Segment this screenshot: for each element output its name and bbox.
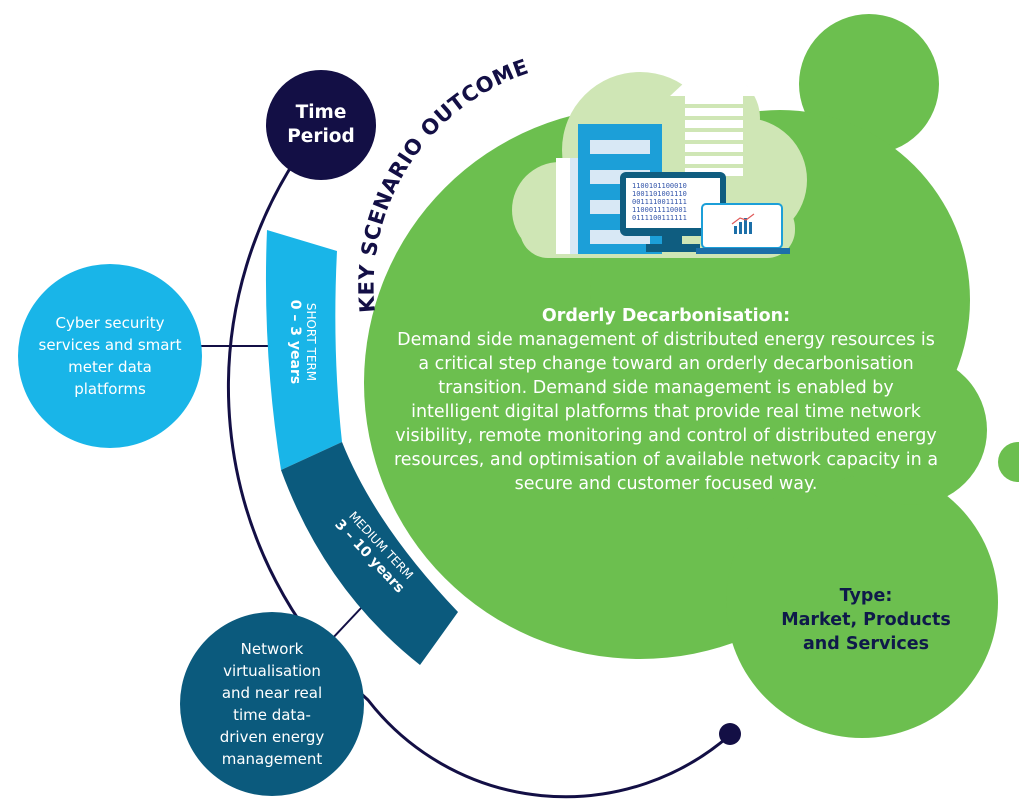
binary-line: 0111100111111 [632,214,687,222]
medium-term-outcome-text: Network virtualisation and near real tim… [219,640,325,768]
outcome-description: Orderly Decarbonisation: Demand side man… [392,304,940,496]
laptop-chart-icon [696,203,790,254]
bar-chart-icon [731,213,755,234]
medium-term-band [281,442,458,665]
type-label: Type: [839,586,893,606]
medium-term-connector [329,606,363,642]
outcome-heading: Orderly Decarbonisation: [541,306,791,326]
binary-line: 1001101001110 [632,190,687,198]
timeline-end-dot [719,723,741,745]
binary-text: 1100101100010100110100111000111100111111… [632,182,687,222]
time-period-line2: Period [287,126,355,147]
technology-illustration: 1100101100010100110100111000111100111111… [512,55,807,258]
time-period-badge: Time Period [266,70,376,180]
time-period-line1: Time [295,102,347,123]
short-term-outcome-text: Cyber security services and smart meter … [38,314,182,398]
binary-line: 0011110011111 [632,198,687,206]
short-term-band [265,230,342,470]
short-term-label: SHORT TERM [304,303,318,381]
short-term-outcome-bubble: Cyber security services and smart meter … [18,264,202,448]
short-term-label-group: SHORT TERM 0 – 3 years [287,300,318,384]
type-value: Market, Products and Services [781,610,951,654]
binary-line: 1100101100010 [632,182,687,190]
short-term-years: 0 – 3 years [287,300,303,384]
computer-monitor-icon: 1100101100010100110100111000111100111111… [620,172,726,252]
outcome-type: Type: Market, Products and Services [760,584,972,656]
binary-line: 1100011110001 [632,206,687,214]
medium-term-outcome-bubble: Network virtualisation and near real tim… [180,612,364,796]
outcome-body: Demand side management of distributed en… [393,330,939,494]
